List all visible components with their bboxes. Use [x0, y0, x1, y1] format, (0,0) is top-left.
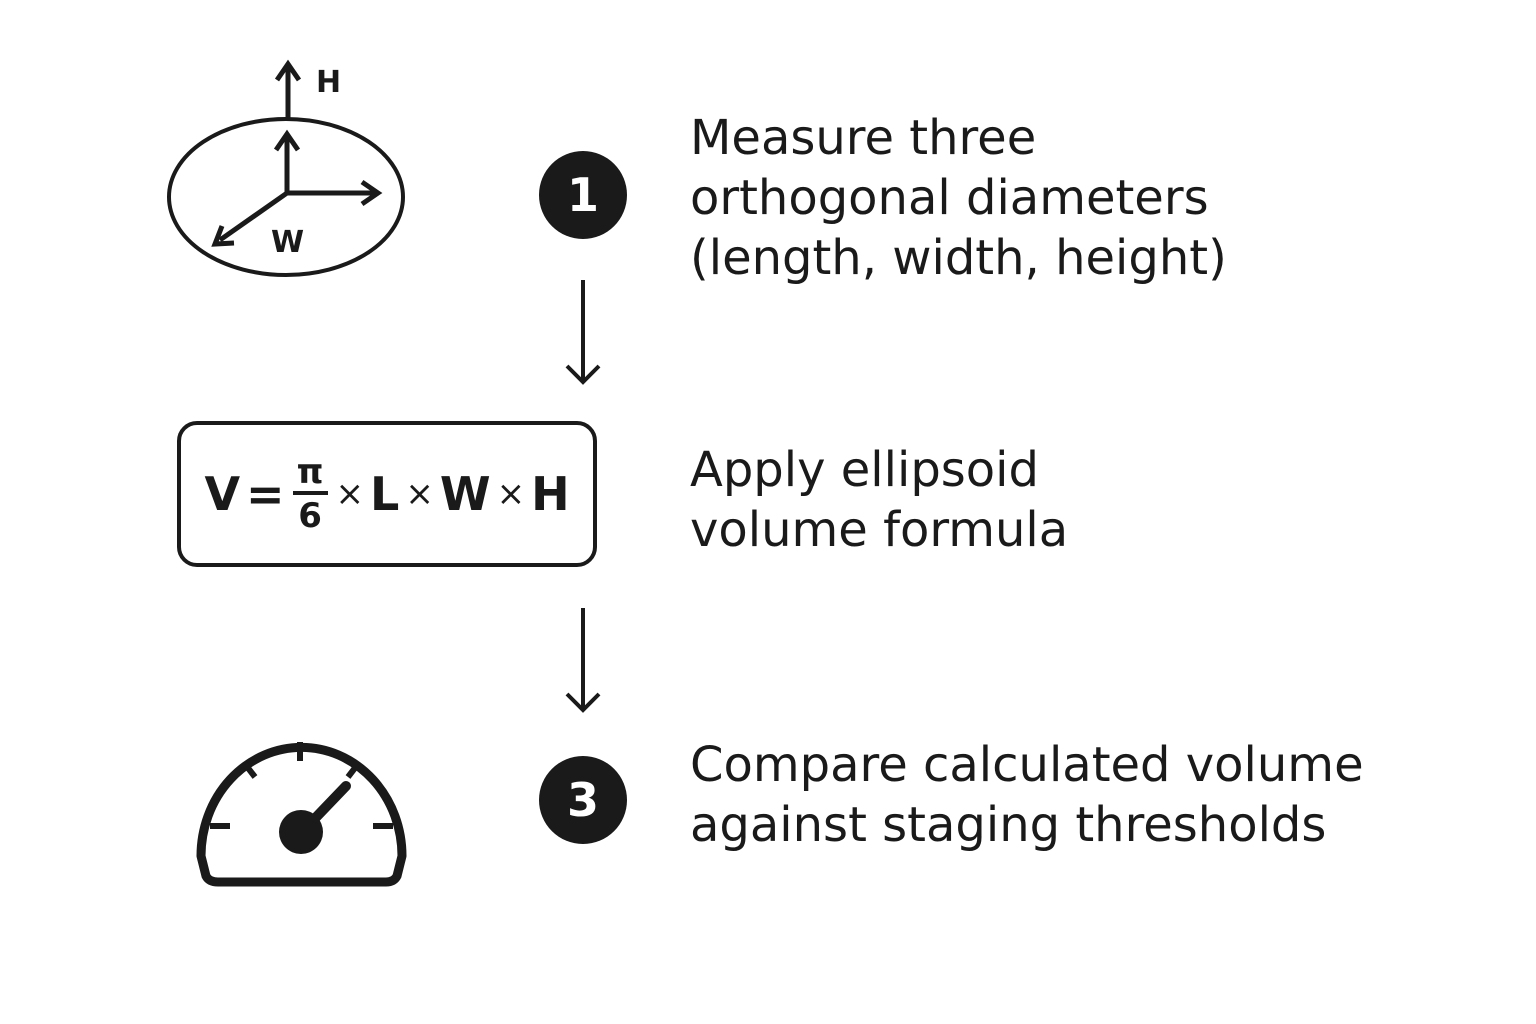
formula-l: L — [370, 467, 400, 521]
step-3-text: Compare calculated volume against stagin… — [690, 735, 1364, 855]
axis-label-h: H — [316, 65, 341, 100]
step-3-badge: 3 — [539, 756, 627, 844]
step-1-line-1: Measure three — [690, 110, 1037, 166]
formula-fraction: π 6 — [292, 452, 328, 536]
formula-lhs: V — [204, 467, 241, 521]
step-2-line-1: Apply ellipsoid — [690, 442, 1039, 498]
formula-times-3: × — [496, 474, 526, 514]
step-1-badge: 1 — [539, 151, 627, 239]
down-arrow-2 — [565, 608, 601, 713]
ellipsoid-axes-icon: H W — [167, 59, 405, 277]
step-2-line-2: volume formula — [690, 502, 1069, 558]
step-3-line-2: against staging thresholds — [690, 797, 1327, 853]
formula-times-2: × — [405, 474, 434, 514]
formula-numerator: π — [296, 452, 324, 492]
step-1-line-3: (length, width, height) — [690, 230, 1227, 286]
gauge-icon — [196, 742, 407, 887]
fraction-bar — [292, 491, 328, 495]
step-3-line-1: Compare calculated volume — [690, 737, 1364, 793]
axis-label-w: W — [271, 225, 304, 260]
formula-w: W — [439, 467, 491, 521]
formula-times-1: × — [335, 474, 365, 514]
step-1-line-2: orthogonal diameters — [690, 170, 1209, 226]
ellipsoid-volume-formula: V = π 6 × L × W × H — [204, 455, 569, 533]
formula-box: V = π 6 × L × W × H — [177, 421, 597, 567]
formula-equals: = — [246, 467, 285, 521]
formula-denominator: 6 — [298, 496, 322, 536]
step-2-text: Apply ellipsoid volume formula — [690, 440, 1068, 560]
formula-h: H — [531, 467, 570, 521]
down-arrow-1 — [565, 280, 601, 385]
step-1-text: Measure three orthogonal diameters (leng… — [690, 108, 1227, 288]
